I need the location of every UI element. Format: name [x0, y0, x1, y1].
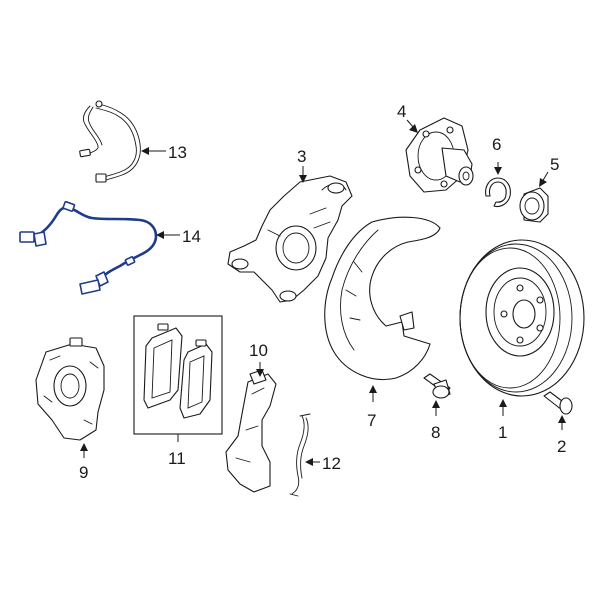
callout-label-6: 6 — [492, 135, 501, 154]
callout-label-10: 10 — [249, 341, 268, 360]
leader-arrow — [499, 399, 507, 407]
part-9-caliper[interactable] — [35, 337, 105, 441]
leader-arrow — [305, 458, 313, 466]
callout-7: 7 — [367, 385, 377, 430]
leader-arrow — [369, 385, 377, 393]
callout-label-14: 14 — [182, 227, 201, 246]
callout-11: 11 — [168, 434, 186, 468]
part-11-brake-pads[interactable] — [133, 315, 223, 435]
part-5-wheel-bearing[interactable] — [519, 187, 549, 223]
callout-3: 3 — [297, 147, 307, 183]
callout-2: 2 — [557, 415, 566, 456]
callout-5: 5 — [539, 155, 559, 187]
leader-arrow — [558, 415, 566, 423]
callout-12: 12 — [305, 454, 341, 473]
callout-label-3: 3 — [297, 147, 306, 166]
callout-label-1: 1 — [498, 423, 507, 442]
part-3-knuckle[interactable] — [227, 175, 353, 303]
callout-label-8: 8 — [431, 423, 440, 442]
part-8-bolt[interactable] — [423, 373, 451, 399]
callout-label-11: 11 — [168, 449, 186, 468]
leader-arrow — [299, 175, 307, 183]
callout-8: 8 — [431, 400, 440, 442]
part-6-snap-ring[interactable] — [485, 177, 511, 208]
leader-arrow — [409, 124, 418, 133]
leader-arrow — [141, 147, 149, 155]
part-14-abs-sensor-harness[interactable] — [19, 200, 158, 295]
part-1-brake-rotor[interactable] — [459, 239, 585, 397]
leader-arrow — [156, 231, 164, 239]
part-2-wheel-stud[interactable] — [543, 391, 573, 415]
part-10-caliper-bracket[interactable] — [225, 369, 277, 493]
callout-13: 13 — [141, 143, 187, 162]
callout-label-12: 12 — [322, 454, 341, 473]
leader-arrow — [494, 167, 502, 175]
callout-label-2: 2 — [557, 437, 566, 456]
callout-label-5: 5 — [550, 155, 559, 174]
callout-label-9: 9 — [79, 463, 88, 482]
leader-arrow — [256, 369, 264, 377]
part-13-wire[interactable] — [79, 100, 141, 183]
callout-9: 9 — [79, 443, 88, 482]
callout-6: 6 — [492, 135, 502, 175]
callout-4: 4 — [397, 102, 418, 133]
part-7-splash-shield[interactable] — [324, 216, 441, 380]
callout-label-7: 7 — [367, 411, 376, 430]
callout-label-13: 13 — [168, 143, 187, 162]
callout-label-4: 4 — [397, 102, 406, 121]
part-12-spring-clip[interactable] — [289, 413, 311, 497]
leader-arrow — [539, 178, 547, 187]
leader-arrow — [432, 400, 440, 408]
part-4-hub-flange[interactable] — [405, 117, 474, 193]
callout-10: 10 — [249, 341, 268, 377]
callout-1: 1 — [498, 399, 507, 442]
leader-arrow — [80, 443, 88, 451]
callout-14: 14 — [156, 227, 201, 246]
